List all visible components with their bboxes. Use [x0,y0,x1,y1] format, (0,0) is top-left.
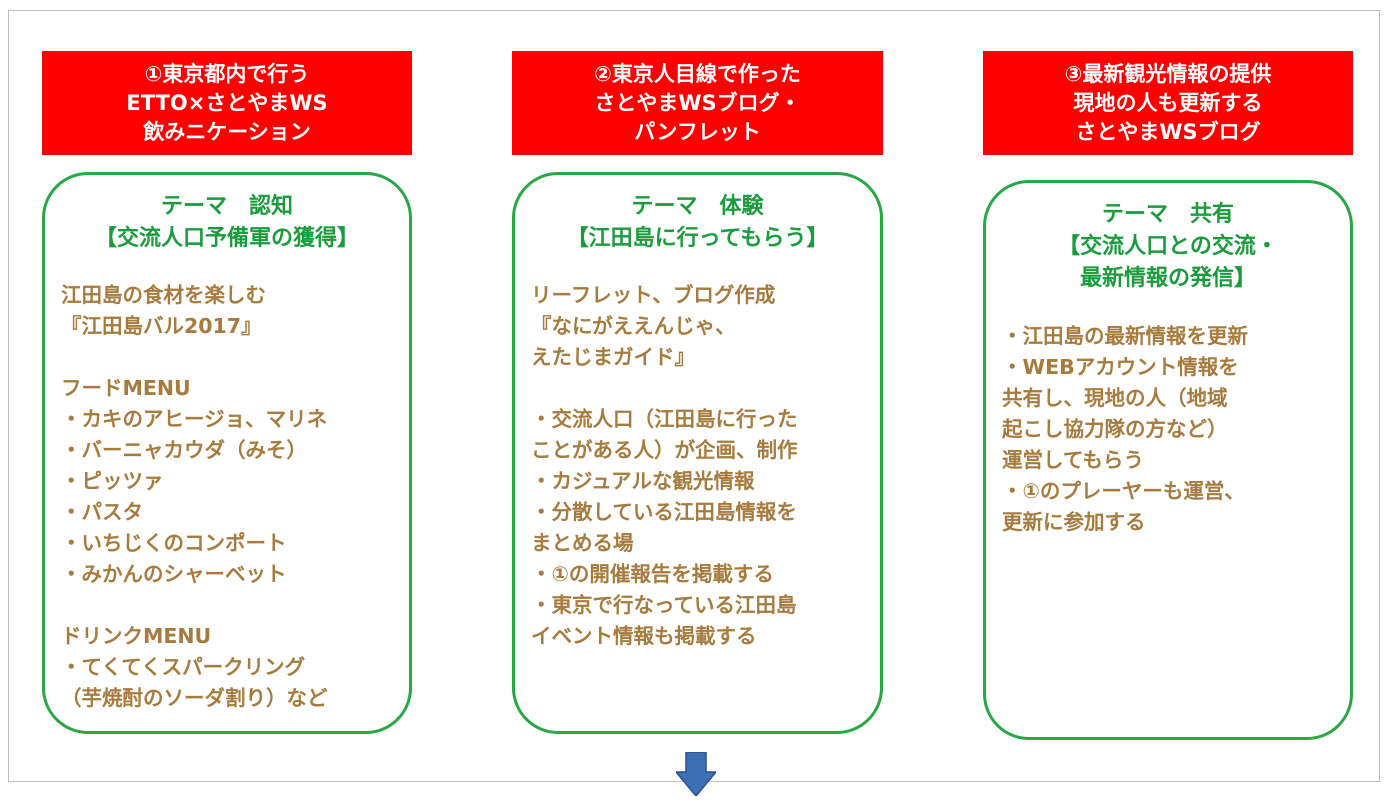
column-2-theme-title: テーマ 体験 【江田島に行ってもらう】 [566,194,829,251]
column-3-content-box: テーマ 共有 【交流人口との交流・ 最新情報の発信】 ・江田島の最新情報を更新 … [983,180,1353,740]
column-3-header-text: ③最新観光情報の提供 現地の人も更新する さとやまWSブログ [1064,61,1272,144]
column-2-body-text: リーフレット、ブログ作成 『なにがええんじゃ、 えたじまガイド』 ・交流人口（江… [531,283,798,648]
column-3-body-text: ・江田島の最新情報を更新 ・WEBアカウント情報を 共有し、現地の人（地域 起こ… [1002,324,1248,534]
column-1-body-text: 江田島の食材を楽しむ 『江田島バル2017』 フードMENU ・カキのアヒージョ… [61,283,328,710]
column-1-theme-title: テーマ 認知 【交流人口予備軍の獲得】 [94,194,359,251]
column-1-header-text: ①東京都内で行う ETTO×さとやまWS 飲みニケーション [126,61,328,144]
column-1-content-box: テーマ 認知 【交流人口予備軍の獲得】 江田島の食材を楽しむ 『江田島バル201… [42,172,412,734]
column-3-theme-title: テーマ 共有 【交流人口との交流・ 最新情報の発信】 [1058,202,1278,291]
column-2-header-text: ②東京人目線で作った さとやまWSブログ・ パンフレット [594,61,801,144]
down-arrow-icon [676,752,716,796]
column-2-content-box: テーマ 体験 【江田島に行ってもらう】 リーフレット、ブログ作成 『なにがええん… [512,172,883,734]
column-1-header: ①東京都内で行う ETTO×さとやまWS 飲みニケーション [42,51,412,155]
column-2-header: ②東京人目線で作った さとやまWSブログ・ パンフレット [512,51,883,155]
column-3-header: ③最新観光情報の提供 現地の人も更新する さとやまWSブログ [983,51,1353,155]
